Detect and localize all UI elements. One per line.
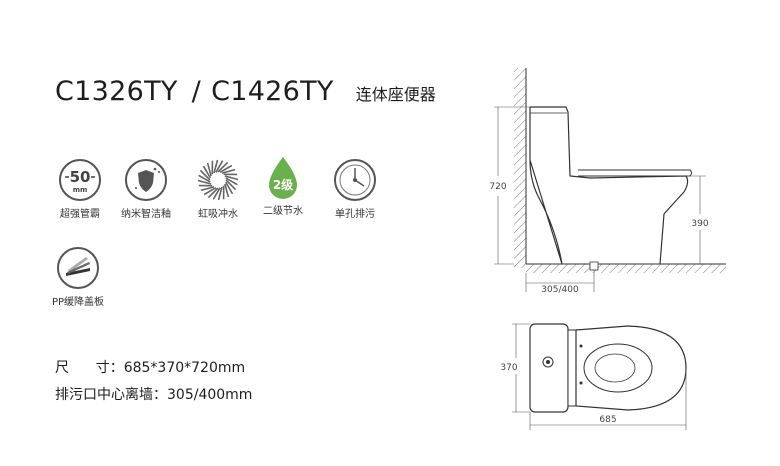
feature-soft-close: PP缓降盖板 [38, 246, 118, 308]
feature-single-drain: 单孔排污 [315, 158, 395, 220]
spec-size-value: 685*370*720mm [123, 360, 246, 376]
feature-label: 二级节水 [263, 206, 303, 217]
width-dimension: 370 [500, 363, 517, 373]
feature-siphon: 虹吸冲水 [178, 158, 258, 220]
pipe-badge-number: 50 [70, 168, 91, 186]
side-view: 720 390 305/400 [489, 68, 726, 295]
model-number-b: C1426TY [211, 76, 334, 107]
siphon-ray [207, 187, 219, 199]
model-number-a: C1326TY [55, 76, 178, 107]
product-type: 连体座便器 [355, 85, 436, 104]
length-dimension: 685 [599, 415, 616, 425]
feature-pipe: 50 mm 超强管霸 [40, 158, 120, 220]
spec-size: 尺 寸：685*370*720mm [55, 357, 245, 377]
siphon-ray [225, 181, 234, 195]
siphon-ray [225, 179, 237, 191]
spec-size-label: 尺 寸： [55, 360, 124, 376]
title-row: C1326TY / C1426TY 连体座便器 [55, 76, 436, 107]
seat-height-dimension: 390 [691, 219, 708, 229]
siphon-ray [217, 161, 229, 173]
siphon-ray [224, 175, 239, 181]
siphon-ray [206, 162, 212, 177]
model-separator: / [191, 76, 202, 107]
drain-outlet [589, 261, 599, 271]
siphon-ray [215, 160, 224, 173]
spec-rough-in-label: 排污口中心离墙： [55, 387, 167, 403]
siphon-ray [199, 169, 211, 181]
rough-in-dimension: 305/400 [541, 285, 579, 295]
seat-lid-line [578, 169, 692, 177]
siphon-flush-icon [197, 159, 239, 201]
top-view: 370 685 [500, 323, 687, 430]
siphon-ray [213, 159, 219, 174]
feature-label: 虹吸冲水 [198, 209, 238, 220]
siphon-ray [203, 187, 217, 196]
siphon-ray [198, 174, 211, 183]
feature-label: PP缓降盖板 [51, 297, 105, 308]
water-saving-badge: 2级 [273, 177, 293, 192]
floor-hatch [526, 264, 726, 273]
spec-rough-in: 排污口中心离墙：305/400mm [55, 384, 252, 404]
nano-glaze-shield-icon [125, 159, 167, 201]
wall-hatch [514, 68, 526, 268]
feature-label: 纳米智洁釉 [121, 209, 171, 220]
siphon-ray [212, 187, 221, 200]
tank-top [529, 323, 569, 413]
spec-rough-in-value: 305/400mm [167, 387, 253, 403]
height-dimension: 720 [489, 182, 506, 192]
siphon-ray [219, 164, 233, 173]
pipe-badge-unit: mm [73, 186, 88, 194]
pipe-50mm-icon: 50 mm [59, 159, 101, 201]
siphon-ray [225, 177, 238, 186]
feature-nano-glaze: 纳米智洁釉 [106, 158, 186, 220]
feature-label: 超强管霸 [60, 209, 100, 220]
siphon-ray [197, 179, 212, 185]
siphon-ray [200, 186, 215, 192]
toilet-side-profile [529, 106, 689, 265]
siphon-ray [221, 168, 236, 174]
feature-label: 单孔排污 [335, 209, 375, 220]
water-saving-grade2-icon: 2级 [269, 157, 297, 199]
single-hole-drain-icon [334, 159, 376, 201]
siphon-ray [224, 183, 230, 198]
siphon-ray [217, 186, 223, 201]
soft-close-lid-icon [57, 247, 99, 289]
feature-water-saving: 2级 二级节水 [243, 155, 323, 217]
siphon-ray [202, 165, 211, 179]
